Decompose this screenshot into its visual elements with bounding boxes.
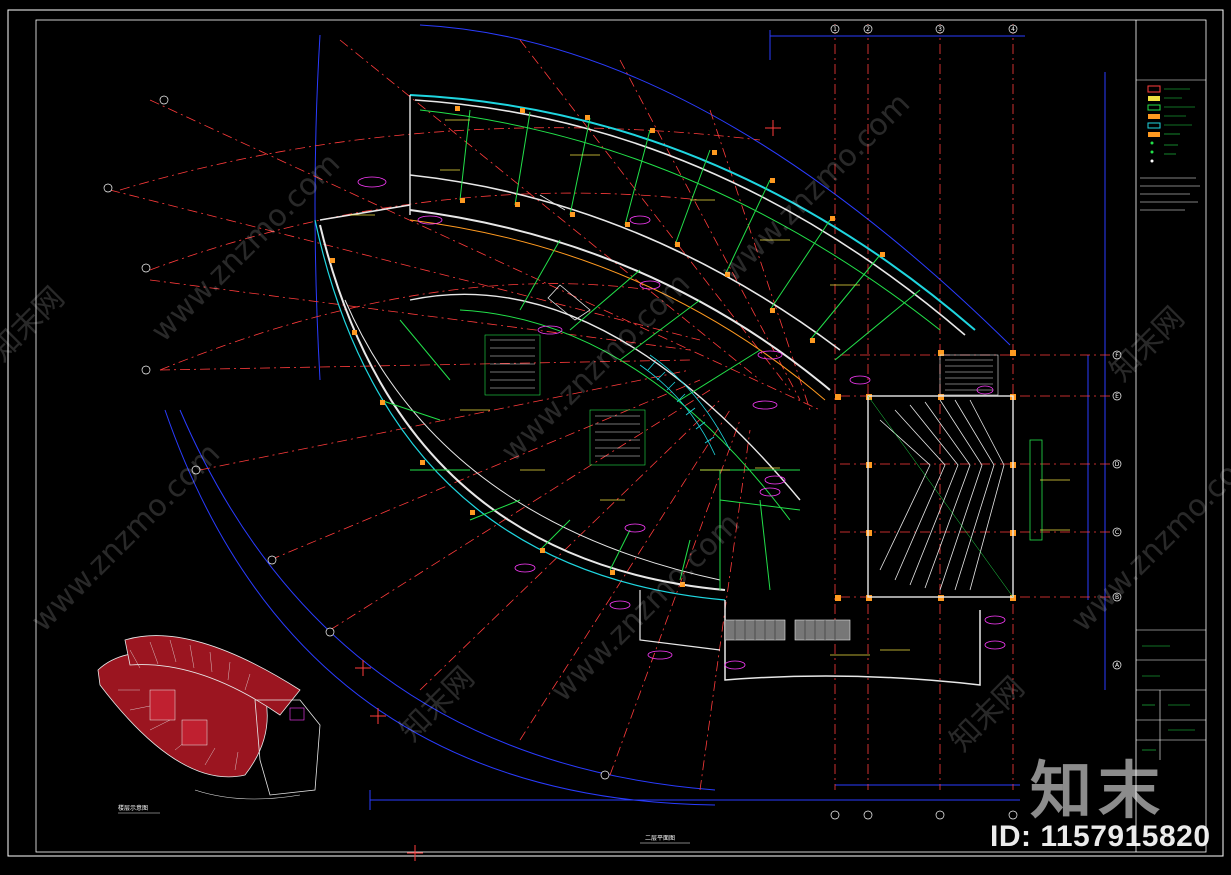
axis-label-b: B [1115, 594, 1119, 601]
asset-id-label: ID: 1157915820 [990, 820, 1211, 853]
axis-label-d: D [1115, 461, 1120, 468]
axis-label-c: C [1115, 529, 1119, 536]
ramp-stair [539, 194, 731, 456]
axis-label-a: A [1115, 662, 1120, 669]
axis-label-4: 4 [1011, 26, 1015, 33]
structural-columns [330, 106, 1016, 601]
title-block [1135, 20, 1206, 852]
axis-bubbles [103, 24, 1122, 820]
key-plan-title: 楼层示意图 [118, 804, 148, 812]
partition-walls [379, 109, 921, 591]
axis-label-3: 3 [938, 26, 942, 33]
auditorium [867, 395, 1043, 598]
inner-frame [35, 19, 1207, 853]
axis-label-1: 1 [833, 26, 837, 33]
stair-core-2 [589, 409, 646, 466]
room-tags [357, 176, 1006, 670]
key-plan-inset [97, 635, 321, 814]
drawing-frame [7, 9, 1224, 857]
stair-core-1 [484, 334, 541, 396]
cross-markers [355, 120, 781, 861]
axis-label-f: F [1115, 352, 1119, 359]
drawing-title: 二层平面图 [645, 835, 675, 842]
axis-bubble-labels: F E D C B A 1 2 3 4 [833, 26, 1120, 669]
annotation-marks [350, 119, 1070, 656]
znzmo-logo: 知末 [1030, 754, 1167, 827]
stair-core-3 [939, 354, 999, 396]
toilet-block [724, 619, 851, 641]
axis-label-e: E [1115, 393, 1119, 400]
axis-label-2: 2 [866, 26, 870, 33]
